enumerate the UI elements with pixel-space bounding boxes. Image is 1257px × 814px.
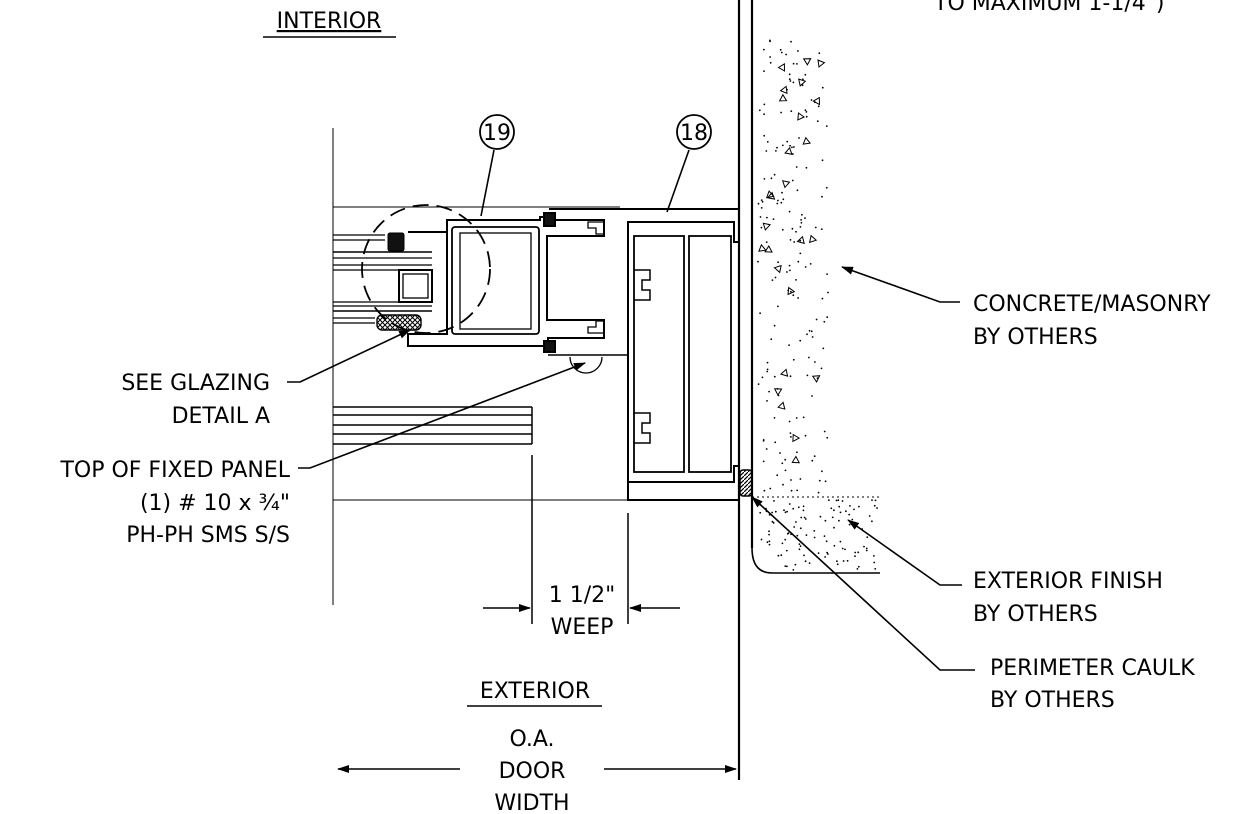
door-stile-19 [407, 212, 605, 353]
interior-label: INTERIOR [277, 9, 382, 34]
callout-19-number: 19 [483, 121, 511, 146]
concrete-masonry [757, 39, 829, 494]
frame-jamb-18 [548, 208, 740, 501]
top-note-label: TO MAXIMUM 1-1/4") [933, 0, 1164, 16]
concrete-label-line2: BY OTHERS [973, 325, 1098, 350]
concrete-label-line1: CONCRETE/MASONRY [973, 292, 1211, 317]
callout-18: 18 [666, 114, 712, 213]
screw-label-line2: PH-PH SMS S/S [126, 523, 290, 548]
glazing-detail-marker [361, 204, 491, 334]
exterior-label: EXTERIOR [480, 679, 590, 704]
door-width-line1: O.A. [509, 727, 554, 752]
fixed-panel-bars [333, 406, 629, 624]
glazing-label-line2: DETAIL A [172, 404, 270, 429]
weep-dimension-value: 1 1/2" [549, 583, 616, 608]
wall-lines [737, 0, 880, 780]
caulk-label-line1: PERIMETER CAULK [990, 656, 1195, 681]
weep-dimension-label: WEEP [551, 615, 614, 640]
glazing-label-line1: SEE GLAZING [121, 371, 270, 396]
callout-18-number: 18 [680, 121, 708, 146]
leader-lines [287, 266, 975, 671]
glass-assembly [332, 128, 739, 605]
fixed-panel-label: TOP OF FIXED PANEL [59, 458, 290, 483]
screw-label-line1: (1) # 10 x ¾" [140, 491, 290, 516]
labels: INTERIOR TO MAXIMUM 1-1/4") CONCRETE/MAS… [59, 0, 1211, 814]
door-width-line3: WIDTH [494, 791, 569, 814]
perimeter-caulk [739, 469, 753, 497]
caulk-label-line2: BY OTHERS [990, 688, 1115, 713]
door-width-line2: DOOR [499, 759, 566, 784]
exterior-finish [752, 496, 880, 571]
finish-label-line1: EXTERIOR FINISH [973, 569, 1163, 594]
callout-19: 19 [479, 114, 515, 217]
finish-label-line2: BY OTHERS [973, 602, 1098, 627]
